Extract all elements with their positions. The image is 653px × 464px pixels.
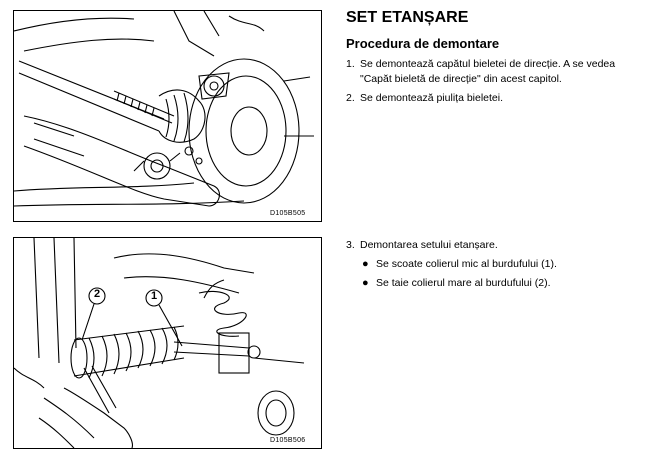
bullet-item: ● Se scoate colierul mic al burdufului (…	[346, 257, 646, 272]
step-3: 3. Demontarea setului etanșare.	[346, 238, 646, 253]
bullet-icon: ●	[362, 258, 369, 270]
figure-1-tie-rod-end: D105B505	[13, 10, 322, 222]
step-number: 2.	[346, 92, 355, 104]
callout-1: 1	[150, 290, 158, 302]
step-text: Se demontează capătul bieletei de direcț…	[360, 58, 616, 85]
figure-2-illustration	[14, 238, 305, 448]
step-number: 3.	[346, 239, 355, 251]
page-title: SET ETANȘARE	[346, 9, 469, 26]
step-number: 1.	[346, 58, 355, 70]
figure-2-boot-clamps: 1 2 D105B506	[13, 237, 322, 449]
step-text: Se demontează piulița bieletei.	[360, 92, 504, 104]
bullet-text: Se scoate colierul mic al burdufului (1)…	[376, 258, 557, 270]
bullet-icon: ●	[362, 277, 369, 289]
figure-1-illustration	[14, 11, 314, 207]
step-text: Demontarea setului etanșare.	[360, 239, 498, 251]
step-1: 1. Se demontează capătul bieletei de dir…	[346, 57, 646, 87]
callout-2: 2	[93, 288, 101, 300]
step-2: 2. Se demontează piulița bieletei.	[346, 91, 646, 106]
figure-code: D105B505	[270, 210, 306, 217]
section-subtitle: Procedura de demontare	[346, 36, 500, 51]
bullet-item: ● Se taie colierul mare al burdufului (2…	[346, 276, 646, 291]
steps-bottom: 3. Demontarea setului etanșare. ● Se sco…	[346, 238, 646, 291]
steps-top: 1. Se demontează capătul bieletei de dir…	[346, 57, 646, 110]
bullet-text: Se taie colierul mare al burdufului (2).	[376, 277, 551, 289]
figure-code: D105B506	[270, 437, 306, 444]
